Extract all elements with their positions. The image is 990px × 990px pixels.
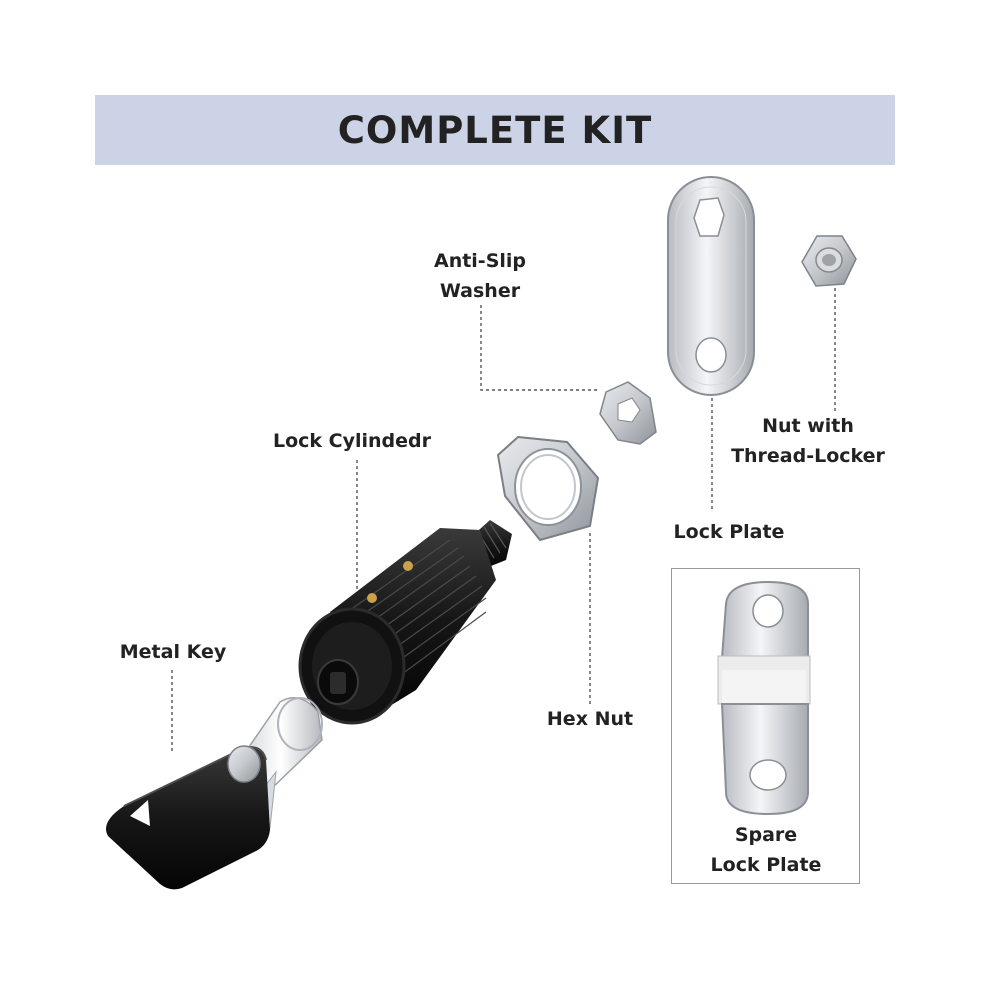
lock-cylinder-icon: [298, 520, 512, 725]
label-hex-nut: Hex Nut: [535, 704, 645, 734]
label-nut-thread-locker: Nut with Thread-Locker: [718, 411, 898, 471]
title-banner: COMPLETE KIT: [95, 95, 895, 165]
leader-washer: [480, 305, 600, 391]
cam-plate-icon: [667, 176, 755, 396]
label-line: Nut with: [762, 415, 854, 437]
washer-icon: [599, 381, 657, 445]
label-anti-slip-washer: Anti-Slip Washer: [420, 246, 540, 306]
label-line: Spare: [734, 824, 798, 846]
page-title: COMPLETE KIT: [337, 108, 653, 152]
label-line: Lock Plate: [710, 854, 822, 876]
label-spare-lock-plate: Spare Lock Plate: [691, 820, 841, 880]
label-line: Anti-Slip: [433, 250, 527, 272]
label-line: Metal Key: [119, 641, 227, 663]
label-lock-cylinder: Lock Cylindedr: [262, 426, 442, 456]
label-line: Thread-Locker: [731, 445, 885, 467]
lock-nut-icon: [801, 235, 857, 287]
label-metal-key: Metal Key: [108, 637, 238, 667]
bent-cam-plate-icon: [717, 580, 811, 816]
label-line: Lock Plate: [673, 521, 785, 543]
hex-nut-icon: [496, 435, 600, 542]
label-line: Hex Nut: [546, 708, 634, 730]
key-icon: [106, 697, 323, 890]
label-line: Washer: [439, 280, 521, 302]
label-lock-plate: Lock Plate: [664, 517, 794, 547]
label-line: Lock Cylindedr: [272, 430, 431, 452]
